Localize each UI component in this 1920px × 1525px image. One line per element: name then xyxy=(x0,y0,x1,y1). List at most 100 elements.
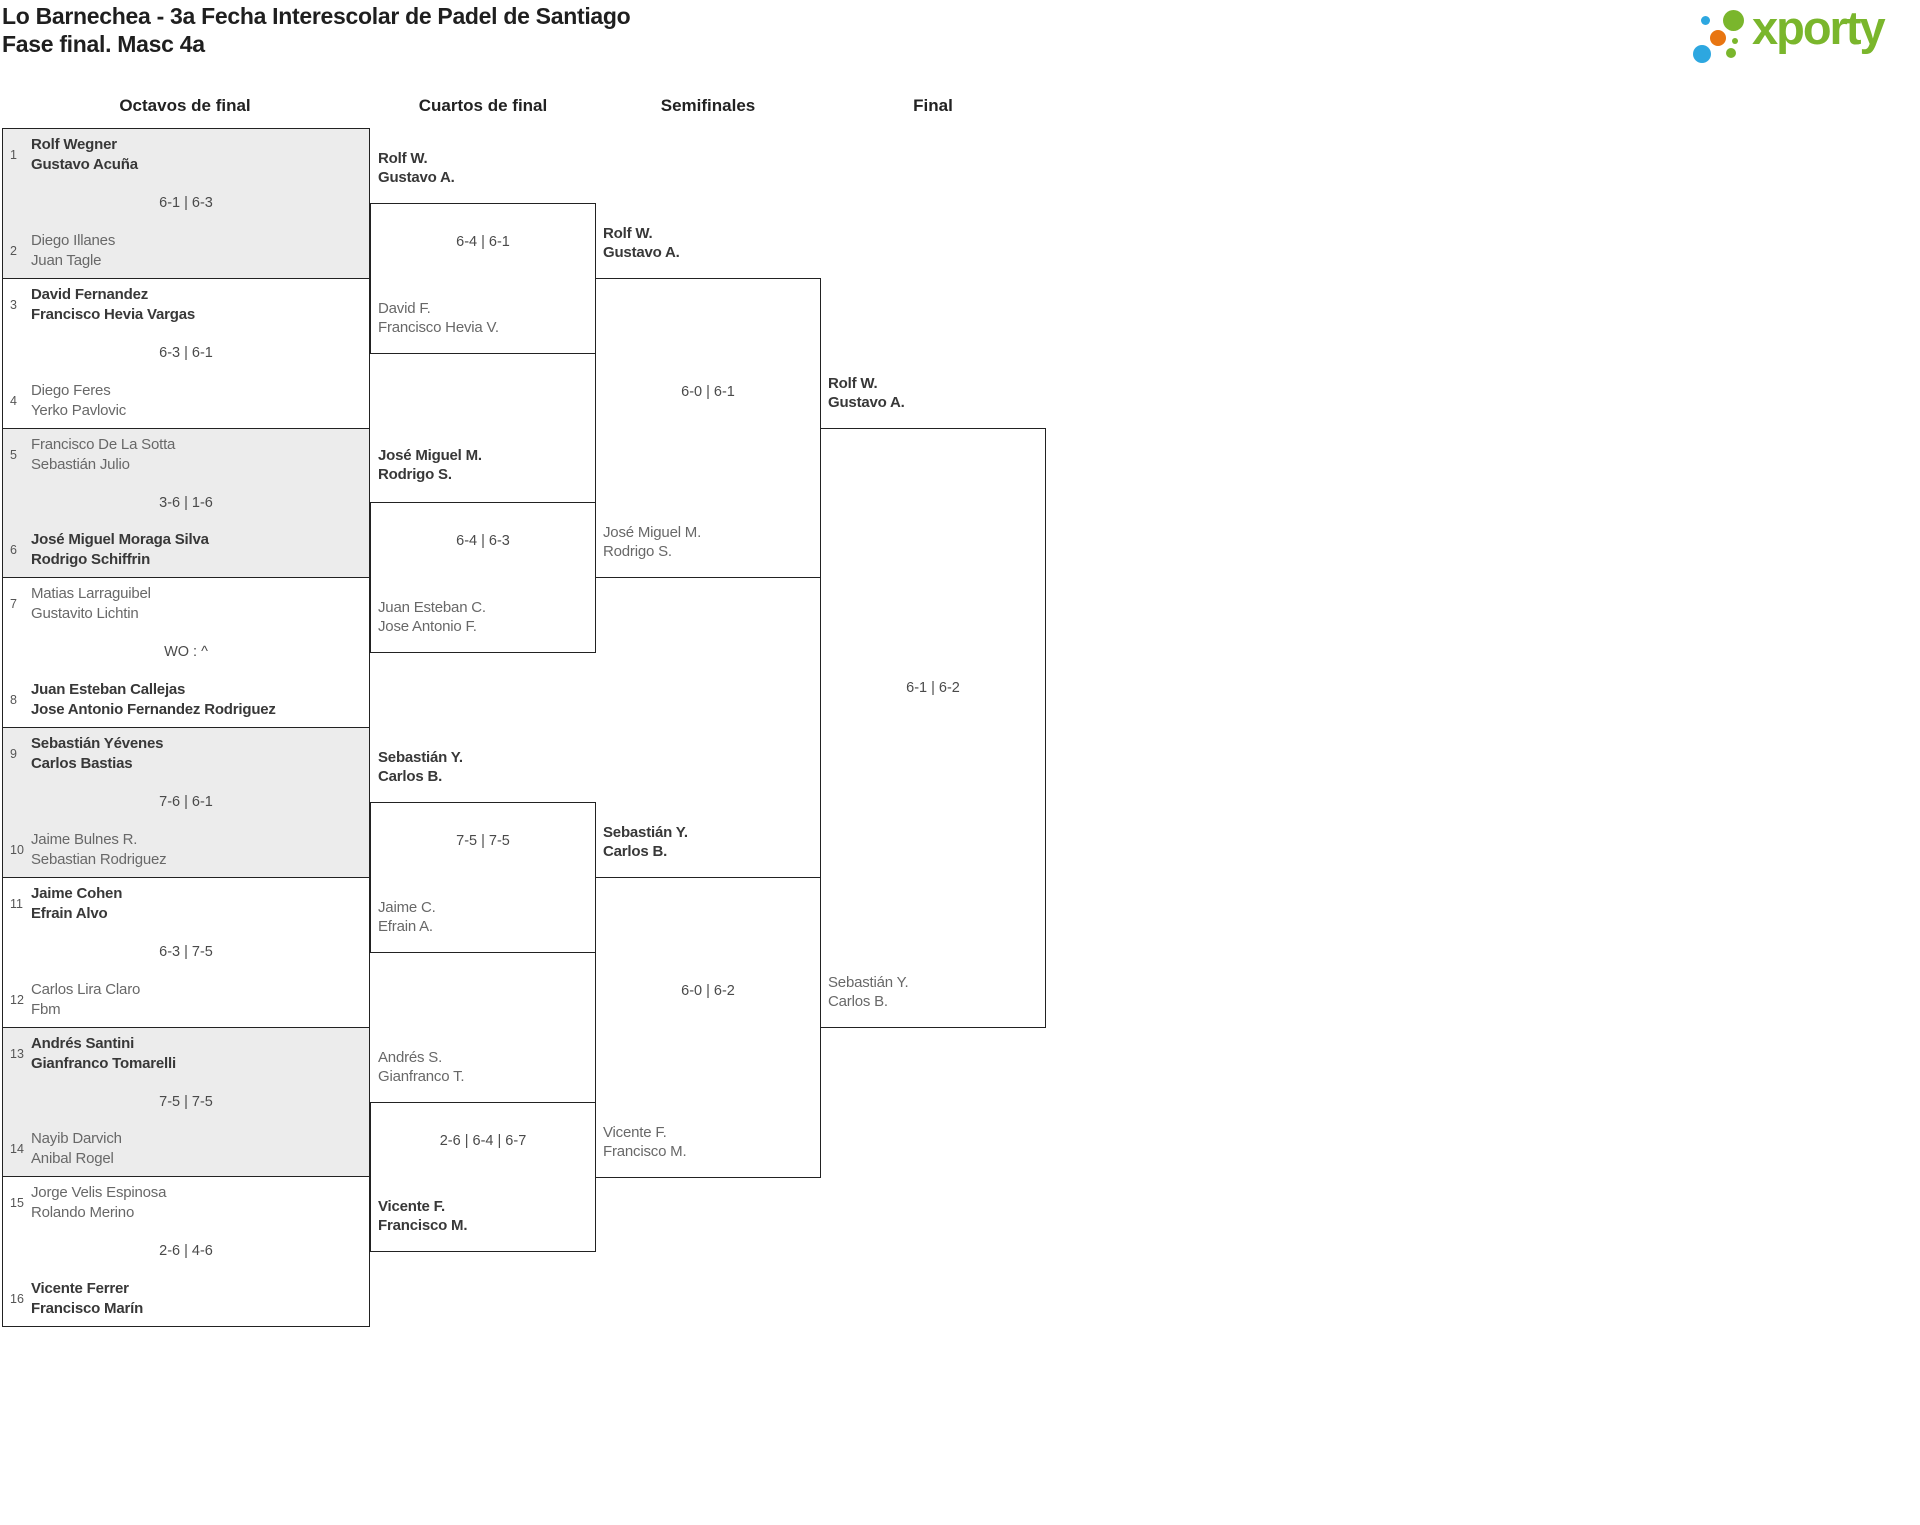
team-player-2: Gustavito Lichtin xyxy=(31,605,139,622)
seed-number: 1 xyxy=(10,148,17,162)
team-player-2: Rodrigo Schiffrin xyxy=(31,551,151,568)
match-score: 7-6 | 6-1 xyxy=(159,794,213,810)
qf3-team-bottom: Jaime C.Efrain A. xyxy=(378,899,436,935)
sf1-team-bottom: José Miguel M.Rodrigo S. xyxy=(603,524,702,560)
team-player-2: Yerko Pavlovic xyxy=(31,402,127,419)
qf4-team-top: Andrés S.Gianfranco T. xyxy=(378,1049,465,1085)
qf1-score: 6-4 | 6-1 xyxy=(456,234,510,250)
team-player-2: Gianfranco Tomarelli xyxy=(31,1055,176,1072)
seed-number: 12 xyxy=(10,993,24,1007)
logo-dot-green-large xyxy=(1723,10,1744,31)
logo-wordmark: xporty xyxy=(1752,1,1886,54)
xporty-logo[interactable]: xporty xyxy=(1688,1,1913,72)
logo-dot-green-tiny xyxy=(1732,38,1738,44)
qf1-team-top: Rolf W.Gustavo A. xyxy=(378,150,455,186)
team-player-1: Diego Illanes xyxy=(31,232,116,249)
seed-number: 3 xyxy=(10,298,17,312)
final-match-frame[interactable] xyxy=(820,428,1046,1028)
team-player-1: Sebastián Yévenes xyxy=(31,735,164,752)
team-player-2: Juan Tagle xyxy=(31,252,102,269)
match-score: 6-1 | 6-3 xyxy=(159,195,213,211)
team-player-1: Diego Feres xyxy=(31,382,111,399)
seed-number: 11 xyxy=(10,897,23,911)
team-player-1: Matias Larraguibel xyxy=(31,585,151,602)
seed-number: 8 xyxy=(10,693,17,707)
sf2-team-top: Sebastián Y.Carlos B. xyxy=(603,824,688,860)
seed-number: 7 xyxy=(10,597,17,611)
seed-number: 5 xyxy=(10,448,17,462)
qf2-score: 6-4 | 6-3 xyxy=(456,533,510,549)
qf2-team-top: José Miguel M.Rodrigo S. xyxy=(378,447,482,483)
seed-number: 2 xyxy=(10,244,17,258)
team-player-2: Carlos Bastias xyxy=(31,755,133,772)
seed-number: 15 xyxy=(10,1196,24,1210)
team-player-1: Vicente Ferrer xyxy=(31,1280,129,1297)
sf1-team-top: Rolf W.Gustavo A. xyxy=(603,225,680,261)
team-player-1: Jorge Velis Espinosa xyxy=(31,1184,167,1201)
team-player-1: Juan Esteban Callejas xyxy=(31,681,186,698)
team-player-2: Rolando Merino xyxy=(31,1204,135,1221)
team-player-1: Francisco De La Sotta xyxy=(31,436,176,453)
sf2-score: 6-0 | 6-2 xyxy=(681,983,735,999)
team-player-2: Sebastian Rodriguez xyxy=(31,851,167,868)
seed-number: 6 xyxy=(10,543,17,557)
round-header-octavos: Octavos de final xyxy=(119,96,251,115)
seed-number: 9 xyxy=(10,747,17,761)
round-header-final: Final xyxy=(913,96,953,115)
team-player-2: Francisco Hevia Vargas xyxy=(31,306,196,323)
qf4-team-bottom: Vicente F.Francisco M. xyxy=(378,1198,468,1234)
team-player-1: José Miguel Moraga Silva xyxy=(31,531,209,548)
team-player-2: Sebastián Julio xyxy=(31,456,130,473)
round-header-semis: Semifinales xyxy=(660,96,756,115)
match-score: WO : ^ xyxy=(164,644,208,660)
final-team-top: Rolf W.Gustavo A. xyxy=(828,375,905,411)
qf3-score: 7-5 | 7-5 xyxy=(456,833,510,849)
team-player-1: Andrés Santini xyxy=(31,1035,135,1052)
team-player-1: Carlos Lira Claro xyxy=(31,981,141,998)
team-player-1: David Fernandez xyxy=(31,286,149,303)
seed-number: 14 xyxy=(10,1142,24,1156)
logo-dot-green-small xyxy=(1726,48,1736,58)
match-score: 3-6 | 1-6 xyxy=(159,494,213,511)
match-score: 6-3 | 6-1 xyxy=(159,345,213,361)
team-player-1: Jaime Bulnes R. xyxy=(31,831,138,848)
team-player-2: Gustavo Acuña xyxy=(31,156,138,173)
round-header-cuartos: Cuartos de final xyxy=(418,96,548,115)
final-team-bottom: Sebastián Y.Carlos B. xyxy=(828,974,909,1010)
seed-number: 16 xyxy=(10,1292,24,1306)
qf4-score: 2-6 | 6-4 | 6-7 xyxy=(439,1133,527,1149)
seed-number: 10 xyxy=(10,843,24,857)
seed-number: 4 xyxy=(10,394,17,408)
team-player-2: Fbm xyxy=(31,1001,61,1018)
match-score: 7-5 | 7-5 xyxy=(159,1093,213,1110)
match-score: 2-6 | 4-6 xyxy=(159,1243,213,1259)
team-slot: 10 Jaime Bulnes R. Sebastian Rodriguez xyxy=(3,830,369,870)
team-player-2: Jose Antonio Fernandez Rodriguez xyxy=(31,701,276,718)
qf2-team-bottom: Juan Esteban C.Jose Antonio F. xyxy=(378,599,486,635)
sf1-score: 6-0 | 6-1 xyxy=(681,384,735,400)
team-player-1: Rolf Wegner xyxy=(31,136,117,153)
tournament-title: Lo Barnechea - 3a Fecha Interescolar de … xyxy=(2,3,631,29)
logo-dot-blue-large xyxy=(1693,45,1711,63)
logo-dot-orange xyxy=(1710,30,1726,46)
team-player-2: Efrain Alvo xyxy=(31,905,108,922)
sf2-team-bottom: Vicente F.Francisco M. xyxy=(603,1124,687,1160)
